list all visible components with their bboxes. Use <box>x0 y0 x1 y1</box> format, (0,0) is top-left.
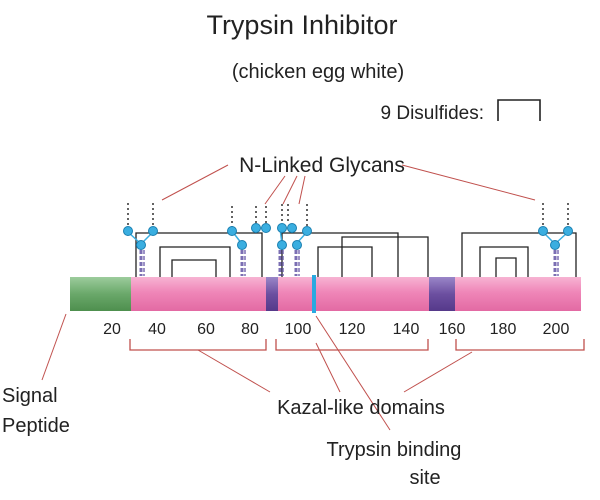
tick-label: 140 <box>393 321 420 338</box>
annotation-leaders <box>41 313 473 431</box>
tick-label: 80 <box>241 321 259 338</box>
tick-label: 60 <box>197 321 215 338</box>
glycan-node <box>136 240 146 250</box>
disulfide-bond <box>281 232 399 278</box>
domain-bracket <box>275 339 429 351</box>
trypsin-binding-label-line1: Trypsin binding <box>327 439 462 461</box>
tick-label: 40 <box>148 321 166 338</box>
binding-site-marker <box>312 275 316 313</box>
disulfide-bond <box>317 246 373 278</box>
kazal-domain-1 <box>131 277 266 311</box>
glycan-node <box>292 240 302 250</box>
disulfide-legend-symbol <box>497 99 541 121</box>
glycan-structures <box>123 203 573 276</box>
domain-bracket <box>455 339 585 351</box>
domain-brackets <box>129 339 585 351</box>
glycan-node <box>538 226 548 236</box>
glycan-node <box>251 223 261 233</box>
disulfide-bond <box>479 246 529 278</box>
glycan-node <box>227 226 237 236</box>
glycan-node <box>261 223 271 233</box>
disulfide-bonds <box>135 232 577 278</box>
glycan-node <box>237 240 247 250</box>
linker-segment-1 <box>266 277 278 311</box>
disulfide-bond <box>135 232 263 278</box>
glycan-node <box>123 226 133 236</box>
glycan-node <box>287 223 297 233</box>
glycan-node <box>277 240 287 250</box>
disulfide-legend-label: 9 Disulfides: <box>381 103 485 124</box>
disulfide-bond <box>341 236 429 278</box>
glycan-leader-lines <box>161 164 536 205</box>
glycan-label: N-Linked Glycans <box>239 154 405 177</box>
glycan-site-5 <box>538 203 573 276</box>
trypsin-binding-label-line2: site <box>409 467 440 489</box>
tick-label: 160 <box>439 321 466 338</box>
kazal-domain-3 <box>455 277 581 311</box>
glycan-node <box>550 240 560 250</box>
protein-chain <box>70 275 581 313</box>
glycan-node <box>277 223 287 233</box>
tick-label: 120 <box>339 321 366 338</box>
linker-segment-2 <box>429 277 455 311</box>
glycan-node <box>563 226 573 236</box>
diagram-subtitle: (chicken egg white) <box>232 61 404 83</box>
signal-peptide-label-line1: Signal <box>2 385 58 407</box>
domain-bracket <box>129 339 267 351</box>
glycan-site-4 <box>277 204 312 276</box>
glycan-node <box>148 226 158 236</box>
diagram-title: Trypsin Inhibitor <box>206 10 397 40</box>
disulfide-bond <box>171 259 217 278</box>
tick-label: 200 <box>543 321 570 338</box>
kazal-domains-label: Kazal-like domains <box>277 397 445 419</box>
signal-peptide-label-line2: Peptide <box>2 415 70 437</box>
glycan-site-2 <box>227 206 247 276</box>
tick-label: 20 <box>103 321 121 338</box>
signal-peptide-segment <box>70 277 131 311</box>
glycan-site-1 <box>123 203 158 276</box>
tick-label: 100 <box>285 321 312 338</box>
kazal-domain-2 <box>278 277 429 311</box>
disulfide-bond <box>159 246 231 278</box>
disulfide-bond <box>495 257 517 278</box>
residue-ticks: 20 40 60 80 100 120 140 160 180 200 <box>103 321 569 338</box>
tick-label: 180 <box>490 321 517 338</box>
disulfide-bond <box>461 232 577 278</box>
glycan-node <box>302 226 312 236</box>
glycan-site-3 <box>251 206 271 233</box>
